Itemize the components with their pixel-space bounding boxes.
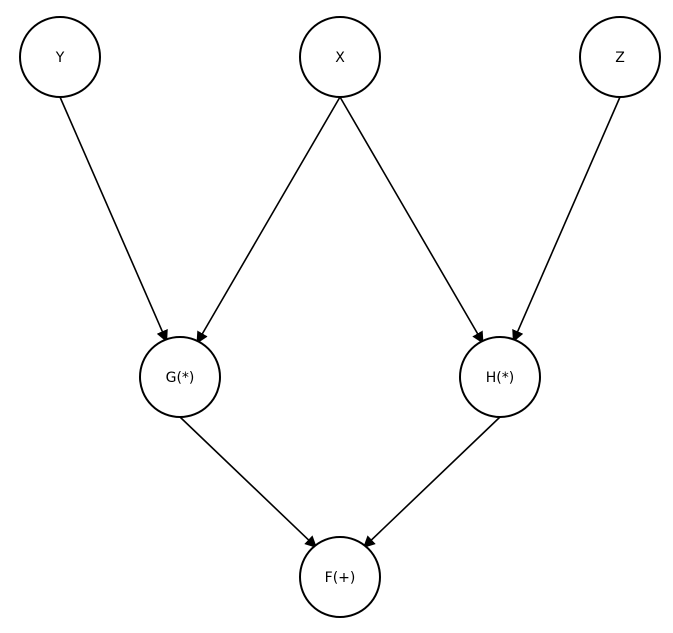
node-x-circle	[299, 16, 381, 98]
node-g: G(*)	[139, 336, 221, 418]
node-x: X	[299, 16, 381, 98]
node-z-label: Z	[615, 50, 625, 66]
edge-g-to-f	[179, 416, 317, 549]
node-f: F(+)	[299, 536, 381, 618]
node-z: Z	[579, 16, 661, 98]
edge-x-to-h	[339, 96, 484, 344]
node-g-label: G(*)	[166, 370, 195, 386]
node-h-circle	[459, 336, 541, 418]
node-z-circle	[579, 16, 661, 98]
edge-h-to-f	[363, 416, 501, 549]
nodes-layer: Y X Z G(*) H(*) F(+)	[19, 16, 661, 618]
edge-z-to-h	[512, 96, 621, 343]
node-y-circle	[19, 16, 101, 98]
node-y-label: Y	[55, 50, 65, 66]
node-f-label: F(+)	[325, 570, 356, 586]
node-h: H(*)	[459, 336, 541, 418]
node-g-circle	[139, 336, 221, 418]
edges-layer	[59, 96, 621, 549]
node-y: Y	[19, 16, 101, 98]
edge-x-to-g	[196, 96, 341, 344]
node-h-label: H(*)	[486, 370, 514, 386]
node-x-label: X	[335, 50, 345, 66]
node-f-circle	[299, 536, 381, 618]
edge-y-to-g	[59, 96, 168, 343]
